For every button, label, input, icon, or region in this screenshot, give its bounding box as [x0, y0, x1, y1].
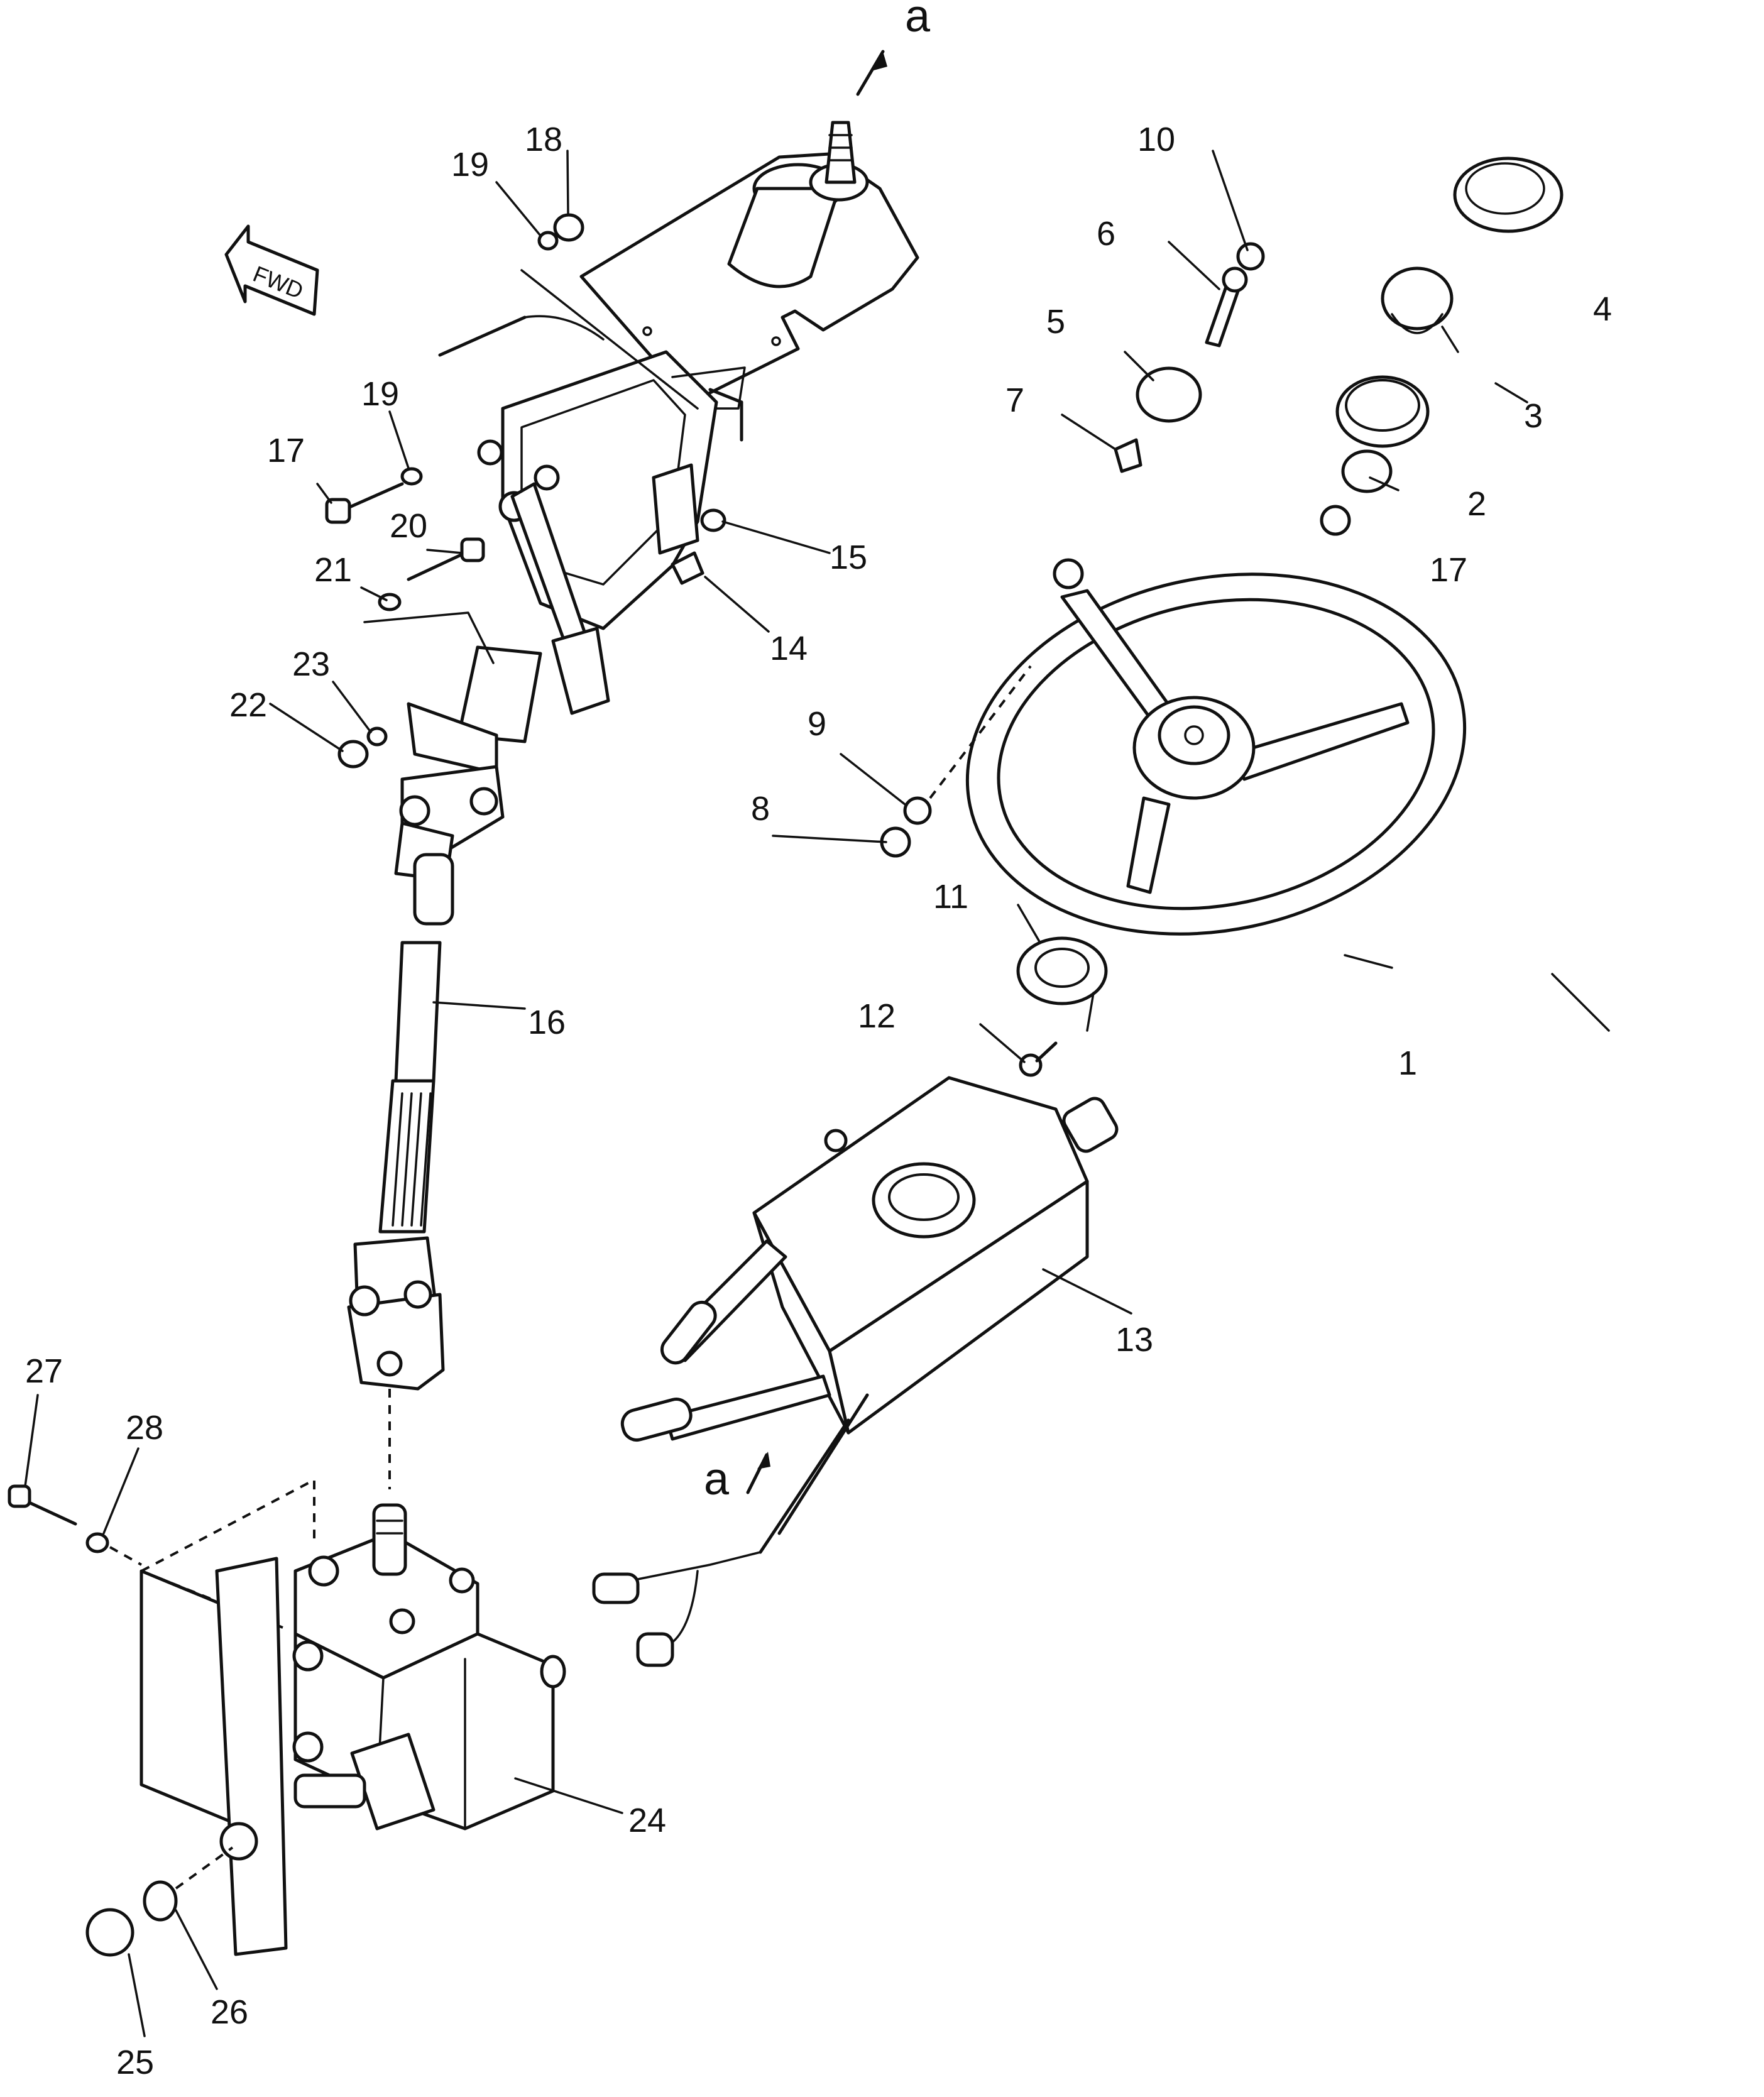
callout-27: 27: [25, 1352, 63, 1390]
steering-wheel: [965, 558, 1467, 936]
callout-4: 4: [1593, 290, 1612, 328]
reference-arrow-a-top: a: [856, 0, 931, 96]
callout-2: 2: [1467, 485, 1486, 523]
callout-7: 7: [1005, 381, 1024, 419]
reference-label-a-top: a: [905, 0, 931, 41]
callout-25: 25: [116, 2044, 154, 2081]
callout-15: 15: [830, 539, 867, 576]
wiring-connector: [592, 1551, 762, 1667]
steering-gearbox: [140, 1477, 566, 1956]
callout-1: 1: [1398, 1044, 1417, 1082]
reference-arrow-a-bottom: a: [704, 1452, 770, 1504]
lower-universal-joint: [347, 1236, 445, 1489]
combination-switch: [620, 1076, 1119, 1554]
knob-cap: [1114, 242, 1265, 473]
retainer-ring: [1335, 375, 1430, 448]
callout-17-right: 17: [1430, 551, 1467, 589]
callout-24: 24: [628, 1802, 666, 1839]
callout-19-top: 19: [451, 146, 489, 183]
leader-lines: [24, 150, 1610, 2037]
callout-23: 23: [292, 645, 330, 683]
callout-28: 28: [126, 1409, 163, 1447]
steering-nut: [1320, 449, 1393, 536]
callout-26: 26: [211, 1993, 248, 2031]
callout-12: 12: [858, 997, 896, 1035]
callout-10: 10: [1137, 121, 1175, 158]
callout-21: 21: [314, 551, 352, 589]
cam-screw: [1019, 1041, 1058, 1077]
callout-11: 11: [933, 878, 968, 916]
callout-18: 18: [525, 121, 562, 158]
horn-button: [1381, 266, 1454, 334]
reference-label-a-bottom: a: [704, 1454, 730, 1504]
callout-16: 16: [528, 1004, 566, 1041]
callout-9: 9: [808, 705, 826, 743]
callout-13: 13: [1115, 1321, 1153, 1359]
tilt-lever: [477, 439, 610, 715]
intermediate-shaft: [378, 941, 442, 1234]
hardware-small-parts: [8, 213, 726, 1957]
column-cover-bracket: [579, 121, 919, 404]
callout-8: 8: [751, 790, 770, 828]
upper-universal-joint: [394, 645, 542, 926]
fwd-arrow-icon: FWD: [224, 224, 319, 316]
callout-22: 22: [229, 686, 267, 724]
horn-cap: [1453, 156, 1564, 233]
callout-3: 3: [1524, 397, 1543, 435]
callout-17-left: 17: [267, 432, 305, 469]
callout-14: 14: [770, 630, 808, 667]
callout-19-mid: 19: [361, 375, 399, 413]
cancel-cam: [1016, 936, 1108, 1032]
callout-20: 20: [390, 507, 427, 545]
callout-labels: 1 2 3 4 5 6 7 8 9 10 11 12 13 14 15 16 1…: [25, 121, 1612, 2081]
callout-5: 5: [1046, 303, 1065, 341]
callout-6: 6: [1097, 215, 1115, 253]
column-mount-frame: [501, 350, 746, 630]
